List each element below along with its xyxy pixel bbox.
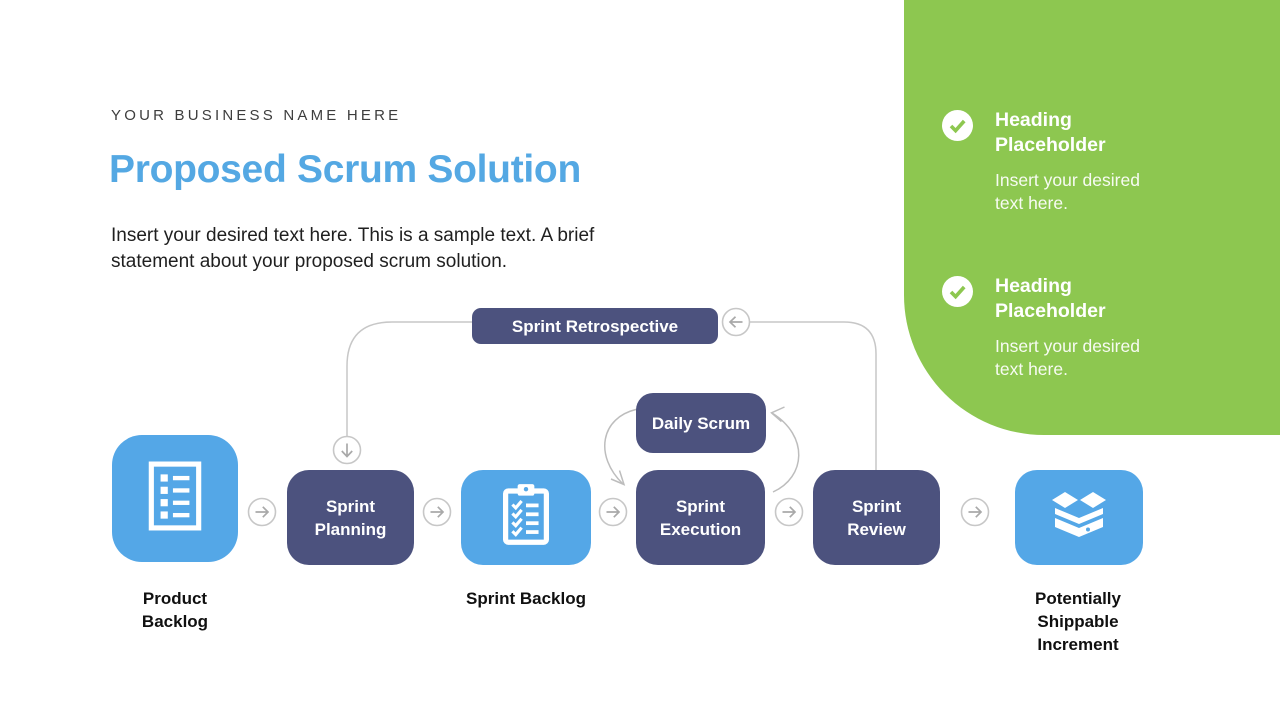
clipboard-checklist-icon — [503, 484, 549, 551]
arrow-right-circle-icon — [247, 497, 277, 527]
step-arrow-circle-icons — [247, 497, 990, 527]
review-to-retrospective-connector — [721, 307, 877, 470]
panel-heading: Heading Placeholder — [995, 275, 1106, 322]
document-list-icon — [148, 461, 202, 537]
panel-heading: Heading Placeholder — [995, 109, 1106, 156]
shippable-increment-label: Potentially Shippable Increment — [1017, 587, 1139, 656]
check-circle-icon — [942, 274, 973, 381]
daily-scrum-loop-arrows — [604, 406, 800, 493]
arrow-down-circle-icon — [332, 435, 362, 465]
sprint-retrospective-node: Sprint Retrospective — [472, 308, 718, 344]
shippable-increment-label-text: Potentially Shippable Increment — [1035, 589, 1121, 654]
node-label: Daily Scrum — [651, 413, 751, 433]
arrow-right-circle-icon — [960, 497, 990, 527]
node-label: Sprint Planning — [314, 496, 387, 539]
retrospective-to-planning-connector — [332, 321, 472, 465]
arrow-right-circle-icon — [774, 497, 804, 527]
shippable-increment-node — [1015, 470, 1143, 565]
node-label: Sprint Review — [847, 496, 906, 539]
panel-body: Insert your desired text here. — [995, 336, 1140, 379]
check-circle-icon — [942, 108, 973, 215]
sprint-backlog-label: Sprint Backlog — [466, 589, 586, 608]
panel-body: Insert your desired text here. — [995, 170, 1140, 213]
business-name-placeholder: YOUR BUSINESS NAME HERE — [111, 107, 402, 124]
panel-item: Heading Placeholder Insert your desired … — [942, 274, 1165, 381]
node-label: Sprint Execution — [659, 496, 742, 539]
sprint-backlog-node — [461, 470, 591, 565]
arrow-right-circle-icon — [422, 497, 452, 527]
sprint-review-node: Sprint Review — [813, 470, 940, 565]
daily-scrum-node: Daily Scrum — [636, 393, 766, 453]
product-backlog-node — [112, 435, 238, 562]
arrow-right-circle-icon — [598, 497, 628, 527]
product-backlog-label: Product Backlog — [141, 589, 209, 631]
side-panel: Heading Placeholder Insert your desired … — [904, 0, 1280, 435]
slide-description: Insert your desired text here. This is a… — [111, 225, 595, 272]
node-label: Sprint Retrospective — [511, 316, 679, 336]
sprint-execution-node: Sprint Execution — [636, 470, 765, 565]
open-box-icon — [1050, 488, 1108, 548]
panel-item: Heading Placeholder Insert your desired … — [942, 108, 1165, 215]
arrow-left-circle-icon — [721, 307, 751, 337]
slide-title: Proposed Scrum Solution — [109, 148, 581, 191]
sprint-planning-node: Sprint Planning — [287, 470, 414, 565]
